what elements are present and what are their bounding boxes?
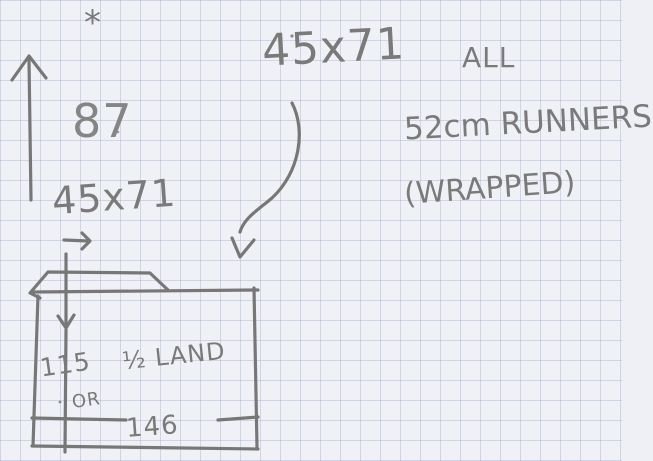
asterisk-mark: * [84,3,102,43]
drawer-or-label: OR [70,388,102,413]
size-label-left: 45x71 [50,170,178,224]
height-label: 87 [72,94,133,148]
curved-arrow [230,101,301,259]
pencil-dot [290,34,294,38]
cabinet-outline [28,270,260,454]
pencil-dot [116,130,120,134]
pencil-dot [58,400,62,404]
pencil-sketch [10,34,301,454]
drawer-width-label: 115 [38,346,93,383]
drawer-depth-label: 146 [125,410,180,444]
orientation-arrows [56,231,92,330]
size-label-top: 45x71 [260,18,407,77]
all-note: ALL [462,41,516,74]
height-arrow [10,54,48,202]
